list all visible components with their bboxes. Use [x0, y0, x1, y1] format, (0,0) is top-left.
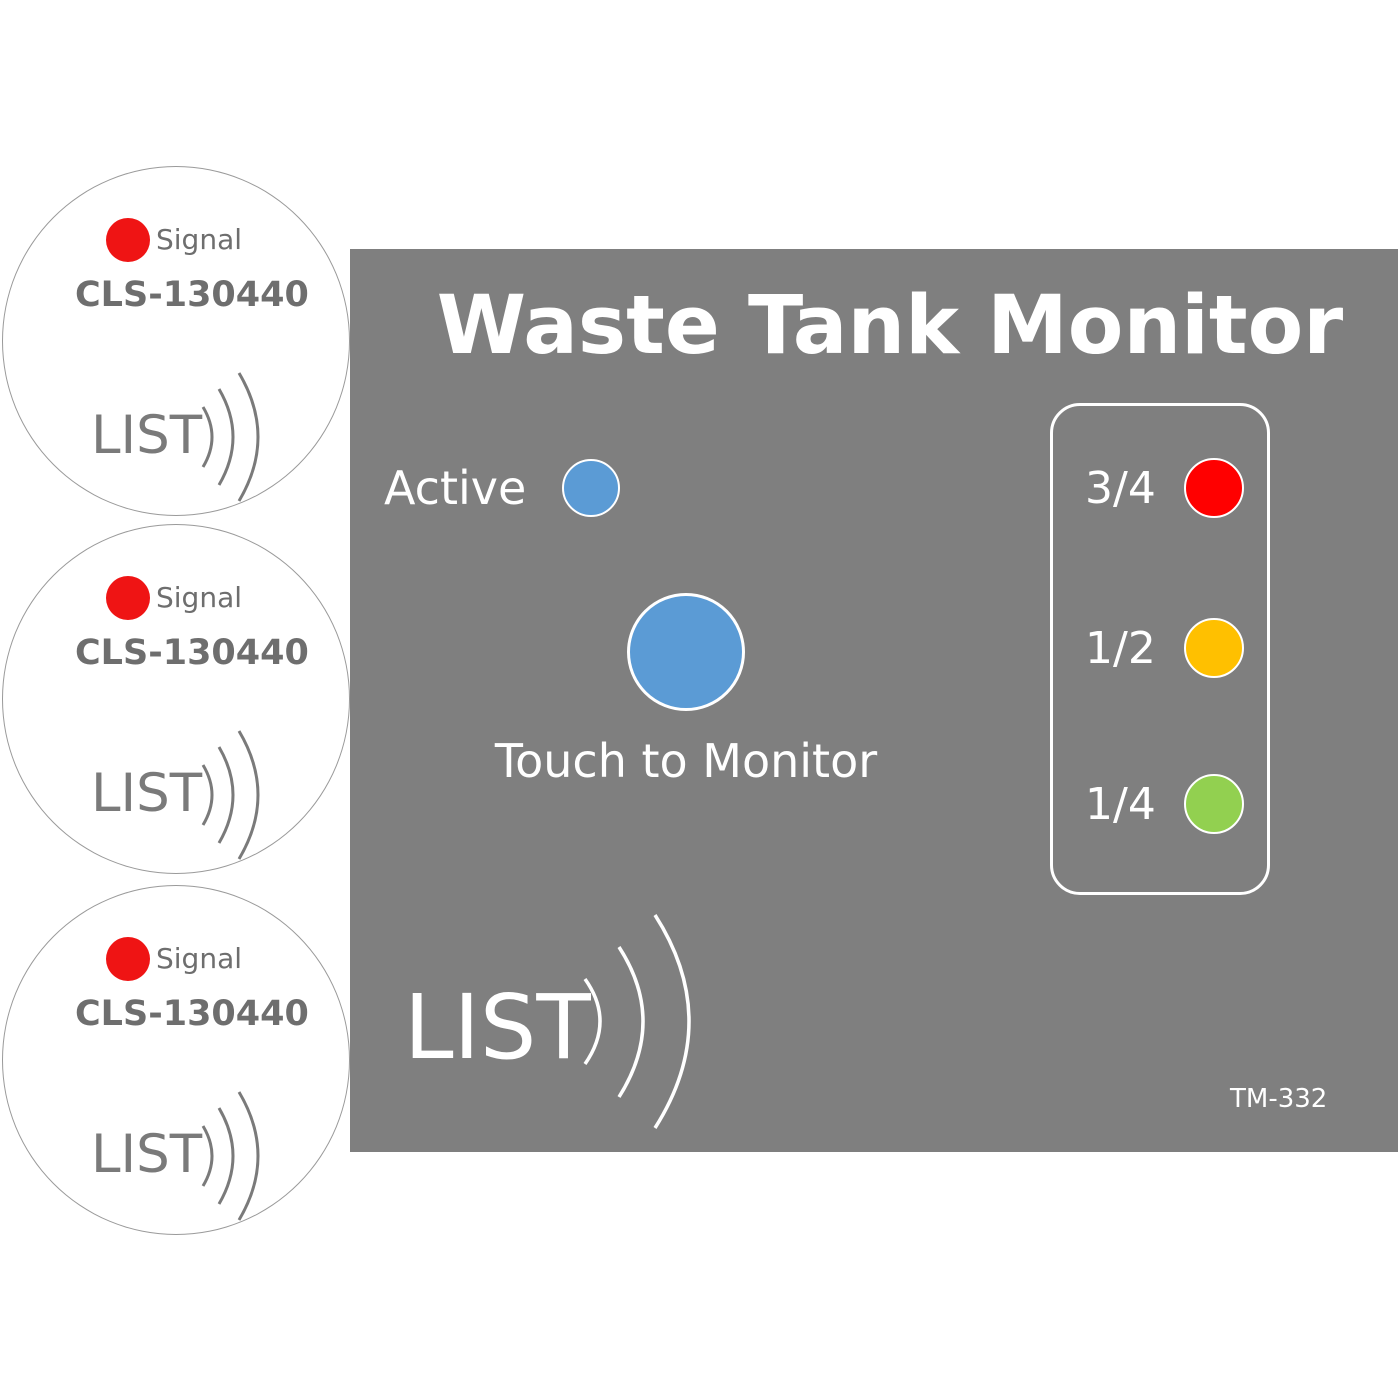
- level-indicator-box: 3/4 1/2 1/4: [1050, 403, 1270, 895]
- sensor-disc: Signal CLS-130440 LIST: [2, 524, 350, 874]
- wireless-waves-icon: [201, 730, 260, 860]
- level-label: 3/4: [1085, 463, 1156, 514]
- level-led-red: [1184, 458, 1244, 518]
- signal-label: Signal: [156, 581, 243, 614]
- touch-label: Touch to Monitor: [494, 734, 878, 788]
- touch-to-monitor-button[interactable]: [627, 593, 745, 711]
- signal-label: Signal: [156, 223, 243, 256]
- signal-led: [106, 937, 150, 981]
- sensor-model: CLS-130440: [75, 275, 309, 315]
- sensor-disc: Signal CLS-130440 LIST: [2, 166, 350, 516]
- signal-led: [106, 218, 150, 262]
- sensor-brand: LIST: [91, 1124, 203, 1185]
- wireless-waves-icon: [583, 914, 691, 1129]
- level-label: 1/2: [1085, 623, 1156, 674]
- level-row-quarter: 1/4: [1053, 774, 1267, 834]
- sensor-brand: LIST: [91, 763, 203, 824]
- level-row-three-quarter: 3/4: [1053, 458, 1267, 518]
- signal-label: Signal: [156, 942, 243, 975]
- model-code: TM-332: [1230, 1084, 1328, 1114]
- level-led-green: [1184, 774, 1244, 834]
- active-led: [562, 459, 620, 517]
- active-label: Active: [384, 461, 527, 515]
- sensor-model: CLS-130440: [75, 994, 309, 1034]
- wireless-waves-icon: [201, 372, 260, 502]
- monitor-title: Waste Tank Monitor: [436, 279, 1344, 373]
- signal-led: [106, 576, 150, 620]
- level-label: 1/4: [1085, 779, 1156, 830]
- monitor-brand-logo: LIST: [404, 975, 591, 1079]
- level-row-half: 1/2: [1053, 618, 1267, 678]
- wireless-waves-icon: [201, 1091, 260, 1221]
- sensor-disc: Signal CLS-130440 LIST: [2, 885, 350, 1235]
- level-led-amber: [1184, 618, 1244, 678]
- monitor-panel: Waste Tank Monitor Active Touch to Monit…: [350, 249, 1398, 1152]
- sensor-brand: LIST: [91, 405, 203, 466]
- sensor-model: CLS-130440: [75, 633, 309, 673]
